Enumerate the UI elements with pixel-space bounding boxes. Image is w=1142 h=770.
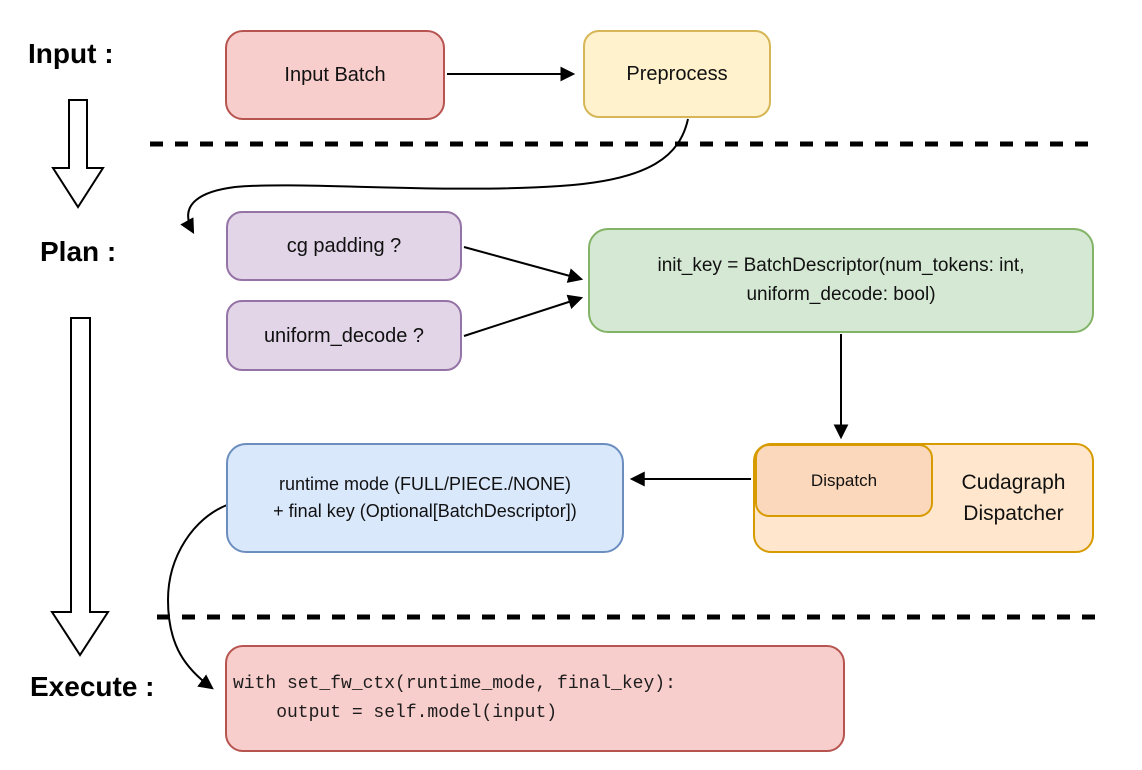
stage-label-input: Input : xyxy=(28,38,114,69)
node-preprocess-label: Preprocess xyxy=(626,63,728,85)
hollow-arrow-plan-to-execute xyxy=(50,317,110,657)
stage-label-execute: Execute : xyxy=(30,671,155,702)
hollow-arrow-input-to-plan xyxy=(51,99,105,209)
node-init-key: init_key = BatchDescriptor(num_tokens: i… xyxy=(588,228,1094,333)
curve-preprocess-to-cg-padding xyxy=(180,118,689,234)
curve-runtime-mode-to-execute-code xyxy=(166,504,228,690)
stage-label-plan: Plan : xyxy=(40,236,117,267)
node-cudagraph-dispatcher-line2: Dispatcher xyxy=(963,502,1064,525)
node-cudagraph-dispatcher-label: Cudagraph Dispatcher xyxy=(933,443,1094,553)
node-runtime-mode-line2: + final key (Optional[BatchDescriptor]) xyxy=(273,501,577,521)
node-execute-code-line2: output = self.model(input) xyxy=(233,702,558,723)
node-execute-code: with set_fw_ctx(runtime_mode, final_key)… xyxy=(225,645,845,752)
node-uniform-decode-label: uniform_decode ? xyxy=(263,324,425,347)
arrow-cg-padding-to-init-key xyxy=(463,246,584,283)
node-runtime-mode-line1: runtime mode (FULL/PIECE./NONE) xyxy=(278,474,572,494)
node-execute-code-line1: with set_fw_ctx(runtime_mode, final_key)… xyxy=(233,673,676,694)
node-input-batch-label: Input Batch xyxy=(284,64,386,86)
node-dispatch-label: Dispatch xyxy=(810,470,878,490)
arrow-uniform-decode-to-init-key xyxy=(463,294,584,337)
node-cg-padding-label: cg padding ? xyxy=(286,235,402,257)
node-init-key-line1: init_key = BatchDescriptor(num_tokens: i… xyxy=(657,255,1025,276)
node-input-batch: Input Batch xyxy=(225,30,445,120)
node-dispatch: Dispatch xyxy=(755,444,933,517)
node-cg-padding: cg padding ? xyxy=(226,211,462,281)
node-init-key-line2: uniform_decode: bool) xyxy=(746,283,936,305)
node-preprocess: Preprocess xyxy=(583,30,771,118)
node-cudagraph-dispatcher-line1: Cudagraph xyxy=(961,470,1066,494)
node-runtime-mode: runtime mode (FULL/PIECE./NONE) + final … xyxy=(226,443,624,553)
node-uniform-decode: uniform_decode ? xyxy=(226,300,462,371)
